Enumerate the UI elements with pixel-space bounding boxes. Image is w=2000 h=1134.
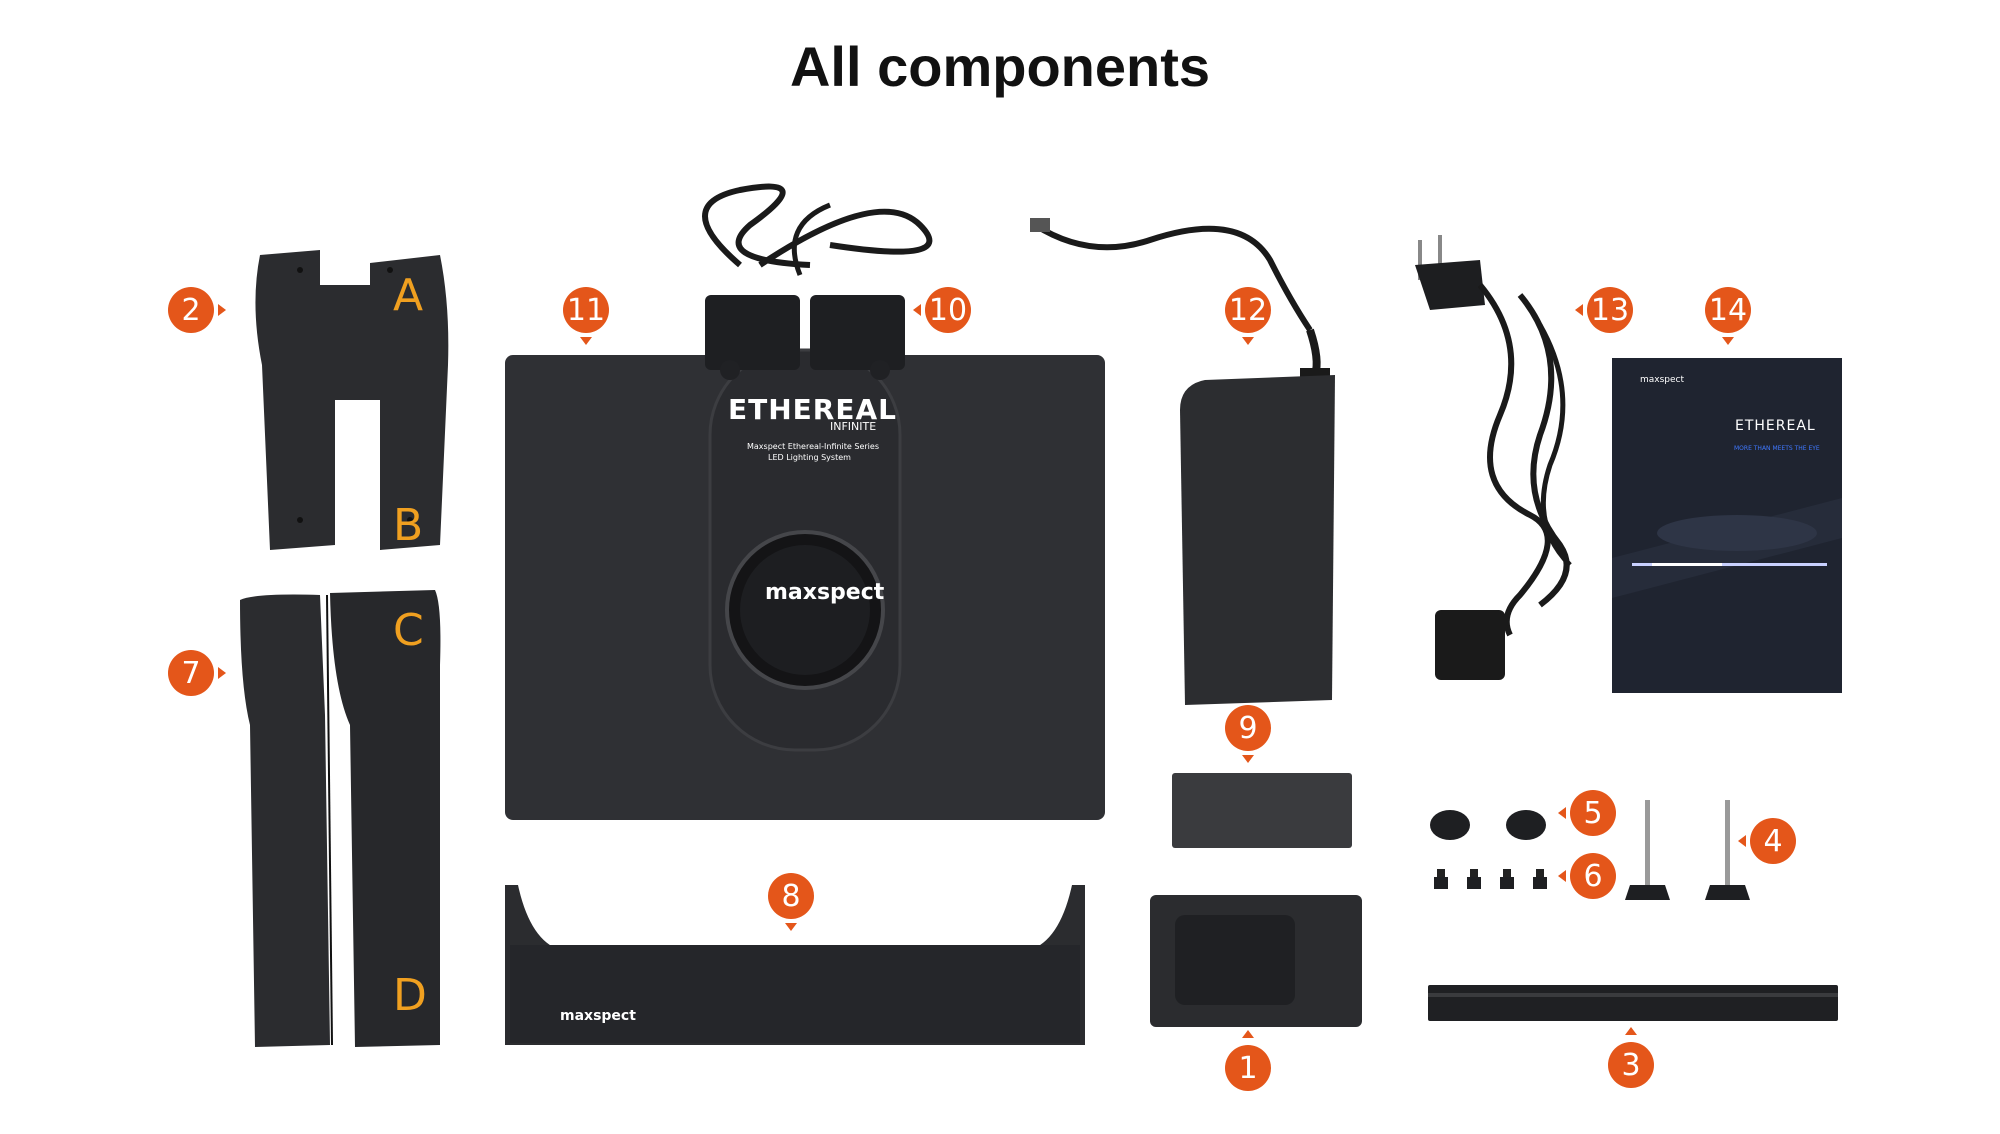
badge-5: 5 [1570,790,1616,836]
manual-logo: ETHEREAL [1735,418,1816,434]
support-legs-cd [240,590,441,1047]
mounting-rods [1625,800,1750,900]
label-c: C [393,605,424,656]
foam-pad [1172,773,1352,848]
badge-3: 3 [1608,1042,1654,1088]
clamp-block [1150,895,1362,1027]
arrow-6 [1558,870,1566,882]
badge-13: 13 [1587,287,1633,333]
light-series-line1: Maxspect Ethereal-Infinite Series [747,442,879,451]
led-light-unit [505,183,1105,820]
label-b: B [393,500,424,551]
badge-7: 7 [168,650,214,696]
arrow-4 [1738,835,1746,847]
arrow-10 [913,304,921,316]
arrow-14 [1722,337,1734,345]
badge-10: 10 [925,287,971,333]
badge-1: 1 [1225,1045,1271,1091]
arrow-11 [580,337,592,345]
tray-brand: maxspect [560,1008,636,1024]
label-a: A [393,270,424,321]
arrow-9 [1242,755,1254,763]
arrow-13 [1575,304,1583,316]
arrow-2 [218,304,226,316]
badge-2: 2 [168,287,214,333]
manual-tagline: MORE THAN MEETS THE EYE [1734,445,1820,452]
badge-9: 9 [1225,705,1271,751]
badge-14: 14 [1705,287,1751,333]
badge-12: 12 [1225,287,1271,333]
badge-11: 11 [563,287,609,333]
badge-6: 6 [1570,853,1616,899]
bracket-top-ab [255,250,449,550]
user-manual [1612,358,1842,693]
light-brand: maxspect [765,580,885,605]
arrow-8 [785,923,797,931]
arrow-1 [1242,1030,1254,1038]
page-title: All components [789,35,1211,98]
badge-8: 8 [768,873,814,919]
arrow-5 [1558,807,1566,819]
power-cord [1415,235,1572,680]
light-logo: ETHEREAL [728,393,897,426]
light-logo-sub: INFINITE [830,420,877,433]
arrow-7 [218,667,226,679]
rail [1428,985,1838,1021]
arrow-12 [1242,337,1254,345]
small-screws [1434,869,1547,889]
base-tray [505,885,1085,1045]
caps [1430,810,1546,840]
power-adapter [1030,218,1335,705]
badge-4: 4 [1750,818,1796,864]
manual-brand: maxspect [1640,375,1685,385]
label-d: D [393,970,427,1021]
arrow-3 [1625,1027,1637,1035]
light-series-line2: LED Lighting System [768,453,851,462]
